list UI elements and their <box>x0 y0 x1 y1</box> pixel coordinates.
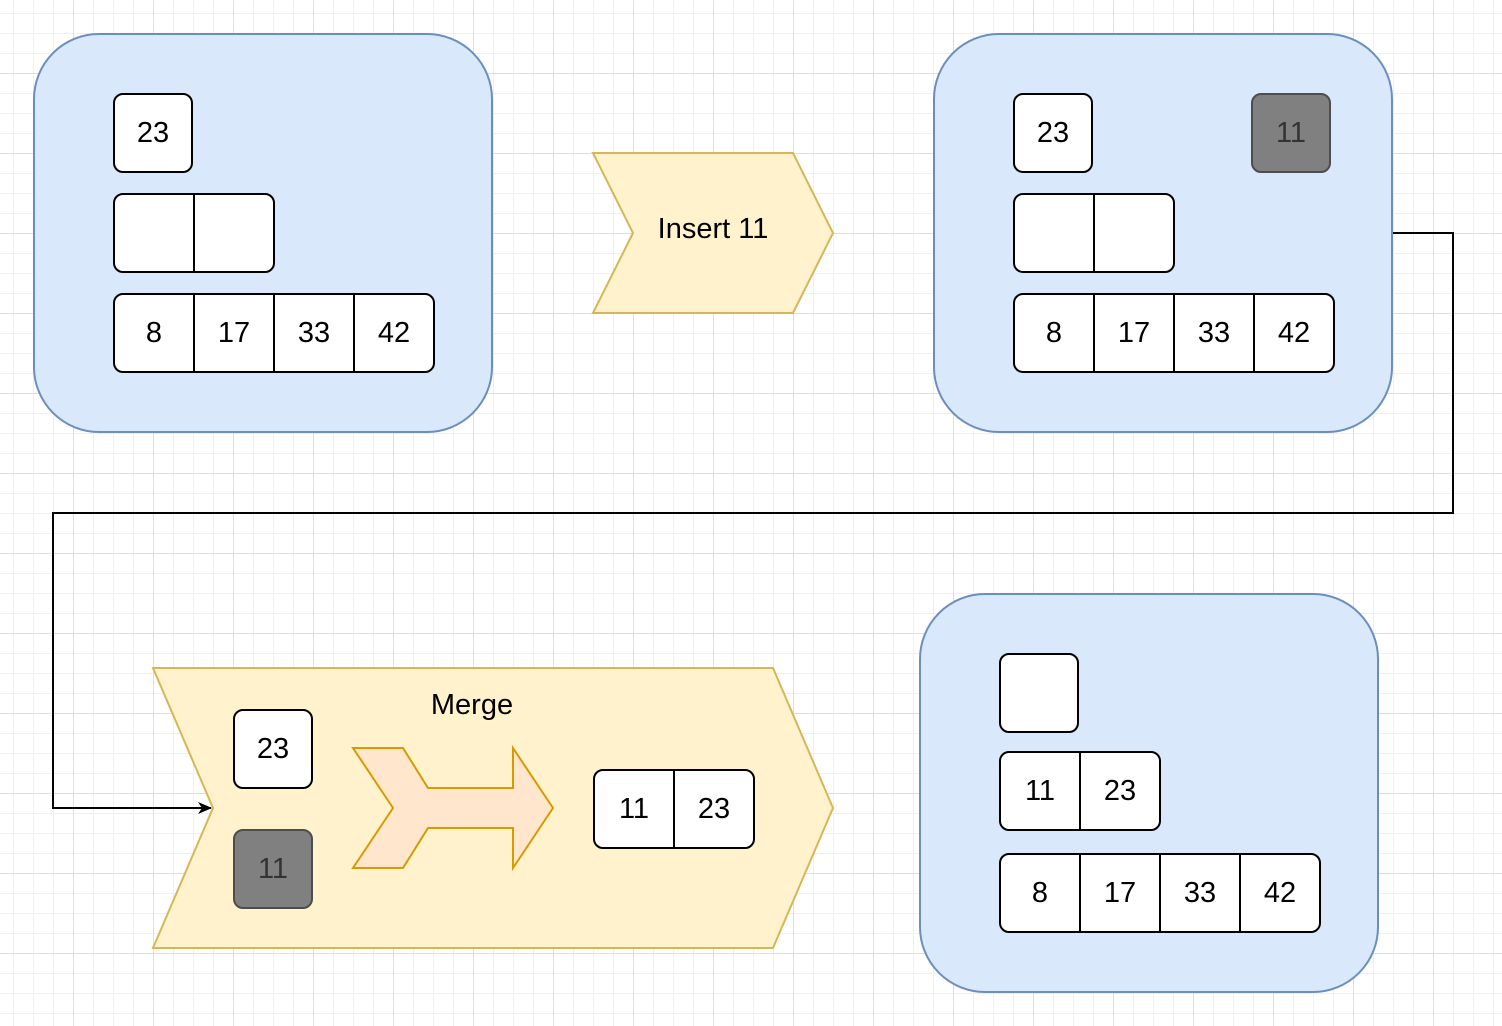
level0-cell <box>999 653 1079 733</box>
level1-cell <box>1015 195 1093 271</box>
after-insert-panel: 23 11 8 17 33 42 <box>933 33 1393 433</box>
level2-cell: 42 <box>1253 295 1333 371</box>
level2-cell: 17 <box>193 295 273 371</box>
level2-cell: 17 <box>1079 855 1159 931</box>
level2-cell: 8 <box>1045 316 1063 349</box>
level1-row: 11 23 <box>999 751 1161 831</box>
level2-cell: 8 <box>145 316 163 349</box>
level2-cell: 33 <box>1159 855 1239 931</box>
merge-input-highlight-cell: 11 <box>233 829 313 909</box>
level2-row: 8 17 33 42 <box>113 293 435 373</box>
insert-step-chevron <box>591 152 835 314</box>
flow-connector <box>52 232 1454 814</box>
level2-cell: 42 <box>353 295 433 371</box>
merge-step-label: Merge <box>430 689 514 721</box>
level0-cell: 23 <box>113 93 193 173</box>
level2-row: 8 17 33 42 <box>999 853 1321 933</box>
merge-output-cell: 23 <box>673 771 753 847</box>
initial-state-panel: 23 8 17 33 42 <box>33 33 493 433</box>
insert-step-label: Insert 11 <box>657 213 769 245</box>
level2-row: 8 17 33 42 <box>1013 293 1335 373</box>
level2-cell: 8 <box>1031 876 1049 909</box>
level1-cell: 11 <box>1024 774 1056 807</box>
merge-input-cell: 23 <box>233 709 313 789</box>
merge-arrow-icon <box>351 744 555 872</box>
level1-row <box>113 193 275 273</box>
level0-cell: 23 <box>1013 93 1093 173</box>
level1-cell: 23 <box>1079 753 1159 829</box>
inserted-item-cell: 11 <box>1251 93 1331 173</box>
result-panel: 11 23 8 17 33 42 <box>919 593 1379 993</box>
level2-cell: 42 <box>1239 855 1319 931</box>
level2-cell: 33 <box>1173 295 1253 371</box>
merge-output-cell: 11 <box>618 792 650 825</box>
level1-cell <box>115 195 193 271</box>
level2-cell: 17 <box>1093 295 1173 371</box>
level1-cell <box>1093 195 1173 271</box>
merge-output-row: 11 23 <box>593 769 755 849</box>
level1-row <box>1013 193 1175 273</box>
level1-cell <box>193 195 273 271</box>
level2-cell: 33 <box>273 295 353 371</box>
